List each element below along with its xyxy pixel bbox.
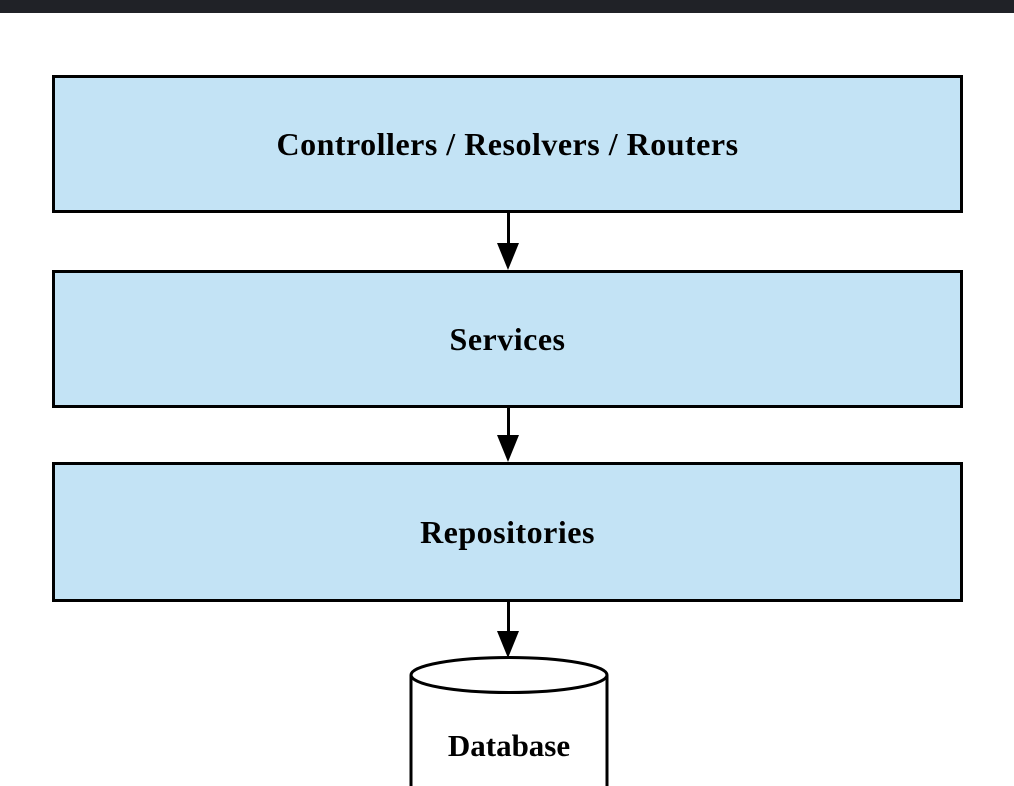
arrow-head <box>497 435 519 462</box>
arrow-head <box>497 631 519 658</box>
layer-label-services: Services <box>449 320 566 357</box>
arrow-down-icon <box>497 408 519 462</box>
database-label: Database <box>447 728 571 763</box>
arrow-shaft <box>506 213 510 243</box>
layer-label-controllers: Controllers / Resolvers / Routers <box>276 125 739 162</box>
arrow-shaft <box>506 602 510 631</box>
arrow-down-icon <box>497 602 519 658</box>
layer-box-repositories: Repositories <box>52 462 963 602</box>
database-cylinder-icon <box>409 656 609 786</box>
layer-label-repositories: Repositories <box>420 513 595 550</box>
layer-box-controllers: Controllers / Resolvers / Routers <box>52 75 963 213</box>
window-top-bar <box>0 0 1014 13</box>
arrow-down-icon <box>497 213 519 270</box>
arrow-shaft <box>506 408 510 435</box>
arrow-head <box>497 243 519 270</box>
layer-box-services: Services <box>52 270 963 408</box>
